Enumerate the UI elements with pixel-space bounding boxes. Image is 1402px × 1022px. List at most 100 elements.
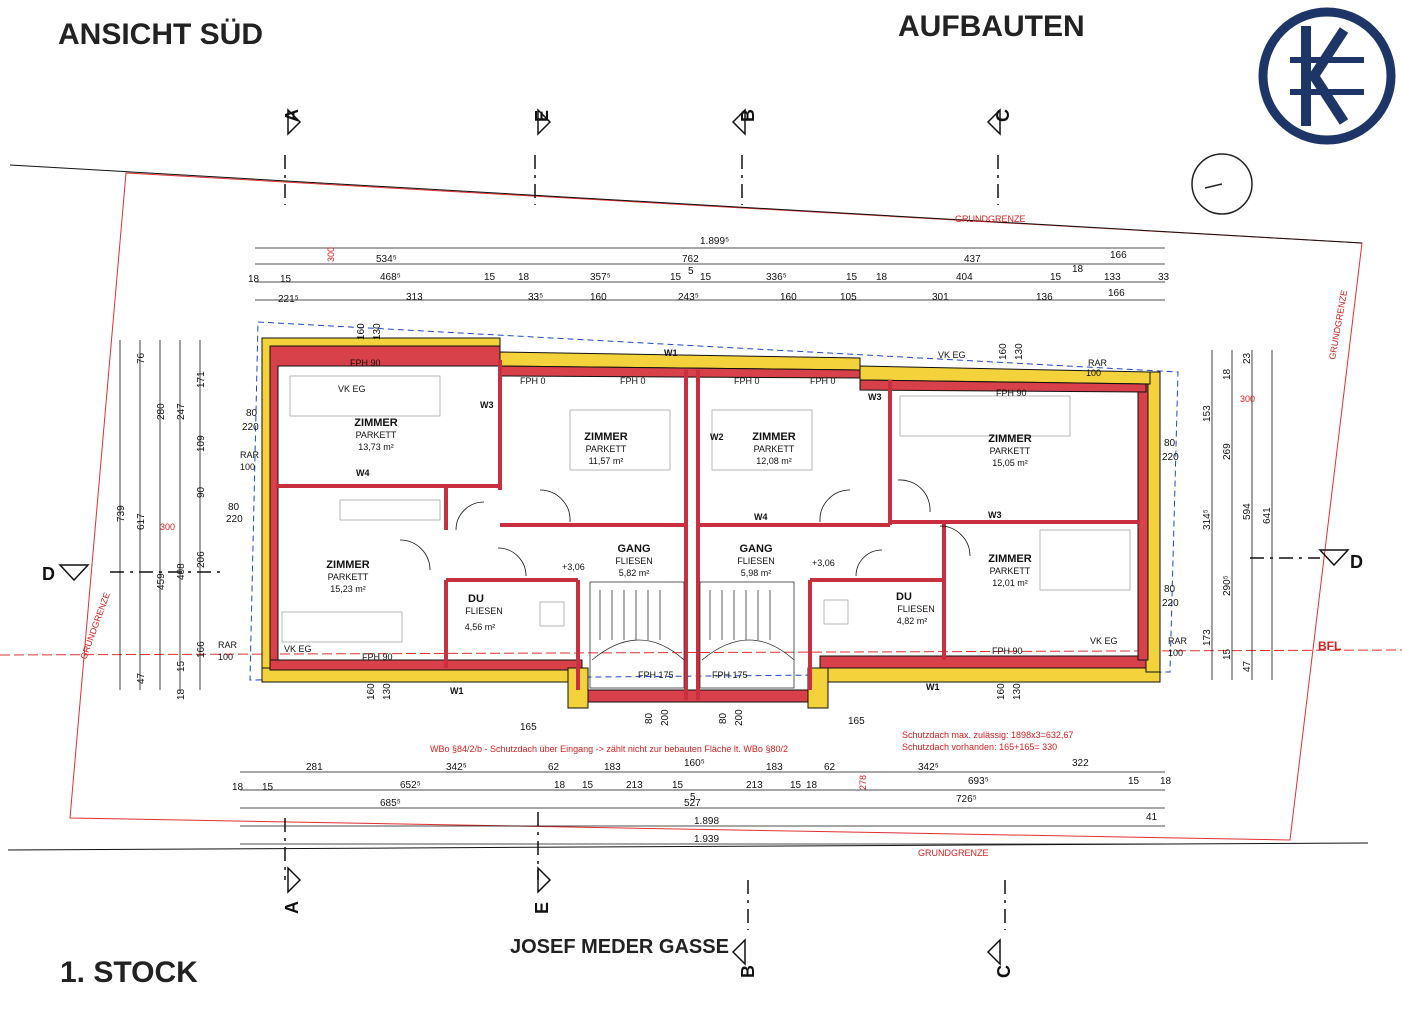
svg-text:220: 220 bbox=[1162, 598, 1179, 609]
section-title: AUFBAUTEN bbox=[898, 10, 1085, 43]
svg-text:130: 130 bbox=[382, 683, 393, 700]
room-labels: ZIMMER PARKETT 13,73 m² ZIMMER PARKETT 1… bbox=[326, 417, 1031, 632]
svg-text:FPH 90: FPH 90 bbox=[362, 652, 393, 662]
svg-text:FLIESEN: FLIESEN bbox=[615, 556, 653, 566]
svg-text:15: 15 bbox=[262, 782, 274, 793]
svg-text:133: 133 bbox=[1104, 272, 1121, 283]
svg-text:130: 130 bbox=[372, 323, 383, 340]
svg-text:342⁵: 342⁵ bbox=[446, 762, 467, 773]
svg-text:PARKETT: PARKETT bbox=[754, 444, 795, 454]
svg-text:243⁵: 243⁵ bbox=[678, 292, 699, 303]
svg-text:5: 5 bbox=[690, 792, 696, 803]
svg-text:80: 80 bbox=[228, 502, 240, 513]
svg-text:280: 280 bbox=[156, 403, 167, 420]
svg-text:693⁵: 693⁵ bbox=[968, 776, 989, 787]
svg-text:220: 220 bbox=[242, 422, 259, 433]
svg-text:PARKETT: PARKETT bbox=[990, 446, 1031, 456]
section-a-bottom: A bbox=[282, 901, 302, 914]
svg-text:534⁵: 534⁵ bbox=[376, 254, 397, 265]
section-lines bbox=[110, 155, 1320, 930]
dims-right: 153 269 314⁵ 290⁵ 173 594 641 23 18 15 4… bbox=[1202, 352, 1273, 672]
svg-text:PARKETT: PARKETT bbox=[328, 572, 369, 582]
svg-text:41: 41 bbox=[1146, 812, 1158, 823]
svg-text:VK EG: VK EG bbox=[338, 384, 366, 394]
room-4-name: ZIMMER bbox=[988, 433, 1031, 445]
dims-bottom: 281 342⁵ 62 183 160⁵ 183 62 342⁵ 322 18 … bbox=[232, 758, 1172, 845]
svg-text:160: 160 bbox=[780, 292, 797, 303]
svg-text:459: 459 bbox=[156, 573, 167, 590]
svg-text:641: 641 bbox=[1262, 507, 1273, 524]
grundgrenze-bottom: GRUNDGRENZE bbox=[918, 848, 989, 858]
svg-text:VK EG: VK EG bbox=[938, 350, 966, 360]
svg-text:1.898: 1.898 bbox=[694, 816, 719, 827]
note-schutzdach-left: WBo §84/2/b - Schutzdach über Eingang ->… bbox=[430, 744, 788, 754]
street-name: JOSEF MEDER GASSE bbox=[510, 936, 729, 958]
svg-text:1.939: 1.939 bbox=[694, 834, 719, 845]
svg-text:80: 80 bbox=[1164, 584, 1176, 595]
svg-text:213: 213 bbox=[626, 780, 643, 791]
dimension-lines bbox=[119, 247, 1273, 845]
svg-text:15: 15 bbox=[846, 272, 858, 283]
wall-tags: W1 W1 W1 W2 W3 W3 W3 W4 W4 FPH 90 FPH 90… bbox=[218, 348, 1188, 696]
svg-text:165: 165 bbox=[848, 716, 865, 727]
svg-text:468⁵: 468⁵ bbox=[380, 272, 401, 283]
door-swings bbox=[399, 479, 971, 577]
svg-text:76: 76 bbox=[136, 352, 147, 364]
interior-walls bbox=[276, 360, 1140, 700]
section-d-left: D bbox=[42, 564, 55, 584]
section-a-top: A bbox=[282, 109, 302, 122]
svg-text:165: 165 bbox=[520, 722, 537, 733]
svg-text:281: 281 bbox=[306, 762, 323, 773]
svg-text:739: 739 bbox=[116, 505, 127, 522]
svg-text:RAR: RAR bbox=[218, 640, 238, 650]
svg-text:18: 18 bbox=[554, 780, 566, 791]
svg-text:RAR: RAR bbox=[240, 450, 260, 460]
svg-text:+3,06: +3,06 bbox=[812, 558, 835, 568]
svg-text:RAR: RAR bbox=[1088, 358, 1108, 368]
svg-text:160⁵: 160⁵ bbox=[684, 758, 705, 769]
svg-text:15,23 m²: 15,23 m² bbox=[330, 584, 366, 594]
svg-text:160: 160 bbox=[998, 343, 1009, 360]
dims-top: 1.899⁵ 534⁵ 762 437 166 18 15 468⁵ 15 18… bbox=[248, 236, 1170, 305]
section-c-bottom: C bbox=[994, 965, 1014, 978]
note-schutzdach-max: Schutzdach max. zulässig: 1898x3=632,67 bbox=[902, 730, 1073, 740]
room-1-name: ZIMMER bbox=[354, 417, 397, 429]
svg-text:5,82 m²: 5,82 m² bbox=[619, 568, 650, 578]
svg-text:100: 100 bbox=[1086, 368, 1101, 378]
svg-text:RAR: RAR bbox=[1168, 636, 1188, 646]
svg-text:15: 15 bbox=[1128, 776, 1140, 787]
svg-text:15,05 m²: 15,05 m² bbox=[992, 458, 1028, 468]
svg-text:FPH 90: FPH 90 bbox=[996, 388, 1027, 398]
svg-text:15: 15 bbox=[582, 780, 594, 791]
svg-text:100: 100 bbox=[240, 462, 255, 472]
svg-text:15: 15 bbox=[1050, 272, 1062, 283]
svg-text:183: 183 bbox=[604, 762, 621, 773]
section-d-right: D bbox=[1350, 552, 1363, 572]
svg-text:278: 278 bbox=[858, 775, 868, 790]
svg-text:220: 220 bbox=[1162, 452, 1179, 463]
section-e-bottom: E bbox=[532, 902, 552, 914]
svg-text:136: 136 bbox=[1036, 292, 1053, 303]
section-markers bbox=[58, 108, 1350, 966]
svg-text:153: 153 bbox=[1202, 405, 1213, 422]
svg-text:62: 62 bbox=[548, 762, 560, 773]
grundgrenze-left: GRUNDGRENZE bbox=[78, 591, 112, 661]
svg-text:W1: W1 bbox=[450, 686, 464, 696]
svg-text:13,73 m²: 13,73 m² bbox=[358, 442, 394, 452]
svg-text:W3: W3 bbox=[480, 400, 494, 410]
svg-text:5: 5 bbox=[688, 266, 694, 277]
section-e-top: E bbox=[532, 110, 552, 122]
svg-text:206: 206 bbox=[196, 551, 207, 568]
svg-text:FPH 0: FPH 0 bbox=[734, 376, 760, 386]
svg-text:301: 301 bbox=[932, 292, 949, 303]
svg-text:213: 213 bbox=[746, 780, 763, 791]
svg-text:160: 160 bbox=[356, 323, 367, 340]
svg-text:33⁵: 33⁵ bbox=[528, 292, 543, 303]
svg-text:300: 300 bbox=[326, 247, 336, 262]
svg-text:FPH 175: FPH 175 bbox=[712, 670, 748, 680]
svg-text:130: 130 bbox=[1012, 683, 1023, 700]
svg-text:300: 300 bbox=[1240, 394, 1255, 404]
svg-text:15: 15 bbox=[670, 272, 682, 283]
svg-text:762: 762 bbox=[682, 254, 699, 265]
